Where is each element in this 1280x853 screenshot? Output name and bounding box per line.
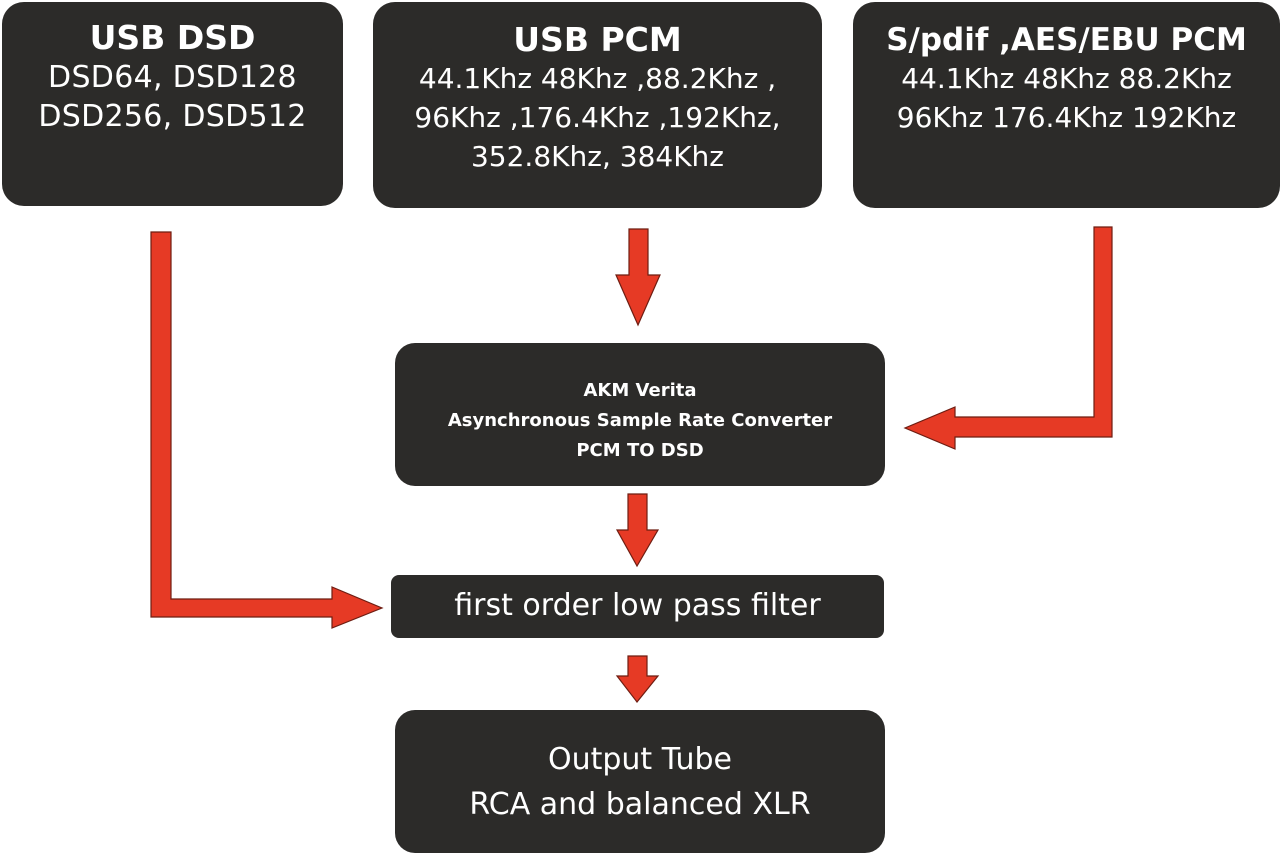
arrow-akm-to-filter [615, 493, 660, 568]
usb-pcm-box: USB PCM 44.1Khz 48Khz ,88.2Khz , 96Khz ,… [373, 2, 822, 208]
spdif-pcm-box: S/pdif ,AES/EBU PCM 44.1Khz 48Khz 88.2Kh… [853, 2, 1280, 208]
akm-line-2: Asynchronous Sample Rate Converter [447, 410, 833, 431]
spdif-pcm-line-1: 44.1Khz 48Khz 88.2Khz [901, 62, 1232, 95]
akm-converter-box: AKM Verita Asynchronous Sample Rate Conv… [395, 343, 885, 486]
spdif-pcm-title: S/pdif ,AES/EBU PCM [886, 22, 1247, 58]
usb-pcm-line-1: 44.1Khz 48Khz ,88.2Khz , [418, 62, 777, 95]
arrow-usb-pcm-to-akm [615, 228, 661, 327]
usb-dsd-title: USB DSD [89, 18, 256, 57]
output-line-1: Output Tube [547, 742, 733, 777]
output-tube-box: Output Tube RCA and balanced XLR [395, 710, 885, 853]
usb-pcm-title: USB PCM [513, 20, 682, 59]
usb-dsd-box: USB DSD DSD64, DSD128 DSD256, DSD512 [2, 2, 343, 206]
filter-label: first order low pass filter [454, 588, 821, 623]
akm-line-3: PCM TO DSD [576, 440, 704, 461]
low-pass-filter-box: first order low pass filter [391, 575, 884, 638]
arrow-spdif-to-akm [903, 226, 1113, 450]
spdif-pcm-line-2: 96Khz 176.4Khz 192Khz [896, 101, 1237, 134]
akm-line-1: AKM Verita [583, 380, 697, 401]
arrow-usb-dsd-to-filter [150, 231, 384, 629]
usb-dsd-line-1: DSD64, DSD128 [48, 60, 297, 95]
usb-dsd-line-2: DSD256, DSD512 [38, 99, 307, 134]
output-line-2: RCA and balanced XLR [469, 787, 811, 822]
arrow-filter-to-output [615, 655, 660, 703]
usb-pcm-line-2: 96Khz ,176.4Khz ,192Khz, [414, 101, 781, 134]
usb-pcm-line-3: 352.8Khz, 384Khz [470, 140, 724, 173]
